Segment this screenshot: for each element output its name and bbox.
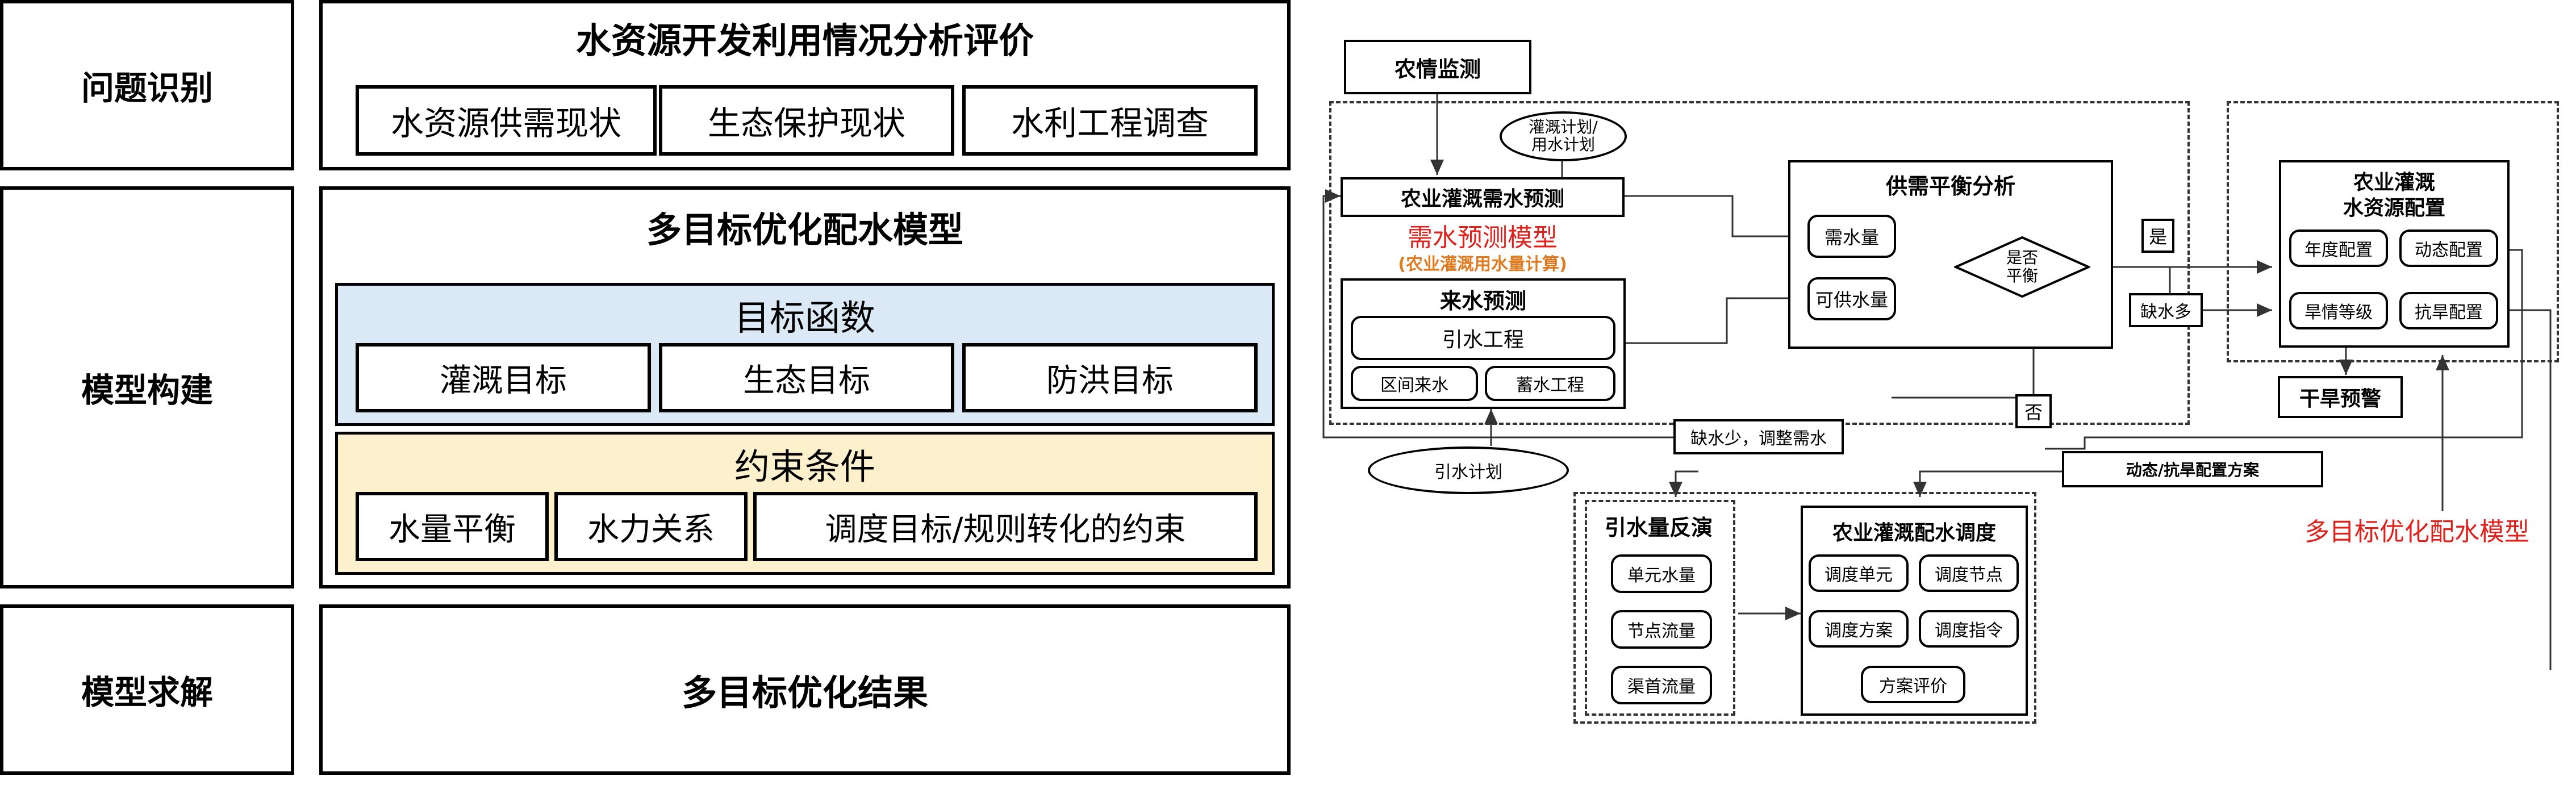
constraint-hydraulic: 水力关系 — [554, 492, 748, 561]
irrigation-plan-ellipse: 灌溉计划/ 用水计划 — [1500, 111, 1627, 161]
demand-model-sublabel: (农业灌溉用水量计算) — [1398, 254, 1567, 274]
multi-objective-model-label: 多目标优化配水模型 — [2304, 517, 2529, 546]
problem-title: 水资源开发利用情况分析评价 — [575, 20, 1034, 61]
balance-decision-label: 是否 平衡 — [2006, 248, 2038, 285]
objective-flood: 防洪目标 — [962, 343, 1258, 412]
supply-quantity-box: 可供水量 — [1807, 277, 1896, 320]
no-label: 否 — [2015, 394, 2052, 428]
objective-irrigation: 灌溉目标 — [356, 343, 651, 412]
model-title: 多目标优化配水模型 — [646, 209, 963, 251]
balance-decision-diamond — [1954, 236, 2090, 298]
stage-problem-identification: 问题识别 — [0, 0, 294, 170]
config-title: 农业灌溉 水资源配置 — [2343, 171, 2445, 220]
shortage-more-label: 缺水多 — [2129, 293, 2203, 327]
objective-ecology: 生态目标 — [659, 343, 954, 412]
annual-config-box: 年度配置 — [2289, 229, 2388, 267]
optimization-result: 多目标优化结果 — [319, 604, 1291, 775]
drought-warning-box: 干旱预警 — [2278, 376, 2403, 418]
demand-model-label: 需水预测模型 — [1408, 223, 1558, 252]
constraint-title: 约束条件 — [734, 446, 875, 487]
inversion-title: 引水量反演 — [1604, 515, 1713, 540]
dispatch-unit-box: 调度单元 — [1809, 554, 1909, 592]
demand-forecast-box: 农业灌溉需水预测 — [1341, 177, 1625, 217]
problem-item-water-supply: 水资源供需现状 — [356, 85, 657, 156]
dispatch-title: 农业灌溉配水调度 — [1832, 521, 1996, 545]
dispatch-node-box: 调度节点 — [1919, 554, 2019, 592]
crop-monitoring-box: 农情监测 — [1344, 40, 1531, 94]
balance-analysis-title: 供需平衡分析 — [1885, 173, 2015, 199]
stage-model-construction: 模型构建 — [0, 186, 294, 588]
drought-config-box: 抗旱配置 — [2399, 292, 2498, 329]
storage-project-box: 蓄水工程 — [1485, 366, 1615, 401]
dispatch-group — [1573, 492, 2036, 724]
demand-quantity-box: 需水量 — [1807, 215, 1896, 258]
stage-model-solving: 模型求解 — [0, 604, 294, 775]
config-scheme-box: 动态/抗旱配置方案 — [2062, 451, 2323, 487]
dynamic-config-box: 动态配置 — [2399, 229, 2498, 267]
config-group — [2227, 101, 2559, 362]
problem-item-water-project: 水利工程调查 — [962, 85, 1258, 156]
problem-item-ecology: 生态保护现状 — [659, 85, 954, 156]
shortage-less-label: 缺水少，调整需水 — [1673, 419, 1844, 454]
inflow-forecast-title: 来水预测 — [1439, 288, 1526, 314]
drought-level-box: 旱情等级 — [2289, 292, 2388, 329]
node-flow-box: 节点流量 — [1611, 610, 1712, 649]
yes-label: 是 — [2141, 219, 2174, 253]
diversion-project-box: 引水工程 — [1351, 316, 1615, 360]
plan-evaluation-box: 方案评价 — [1861, 666, 1965, 703]
diversion-plan-ellipse: 引水计划 — [1368, 446, 1569, 494]
unit-water-box: 单元水量 — [1611, 554, 1712, 593]
constraint-dispatch-rules: 调度目标/规则转化的约束 — [753, 492, 1258, 561]
dispatch-command-box: 调度指令 — [1919, 610, 2019, 648]
interval-inflow-box: 区间来水 — [1351, 366, 1478, 401]
constraint-water-balance: 水量平衡 — [356, 492, 549, 561]
head-flow-box: 渠首流量 — [1611, 666, 1712, 704]
inversion-group — [1585, 500, 1735, 716]
dispatch-plan-box: 调度方案 — [1809, 610, 1909, 648]
objective-title: 目标函数 — [734, 297, 875, 339]
